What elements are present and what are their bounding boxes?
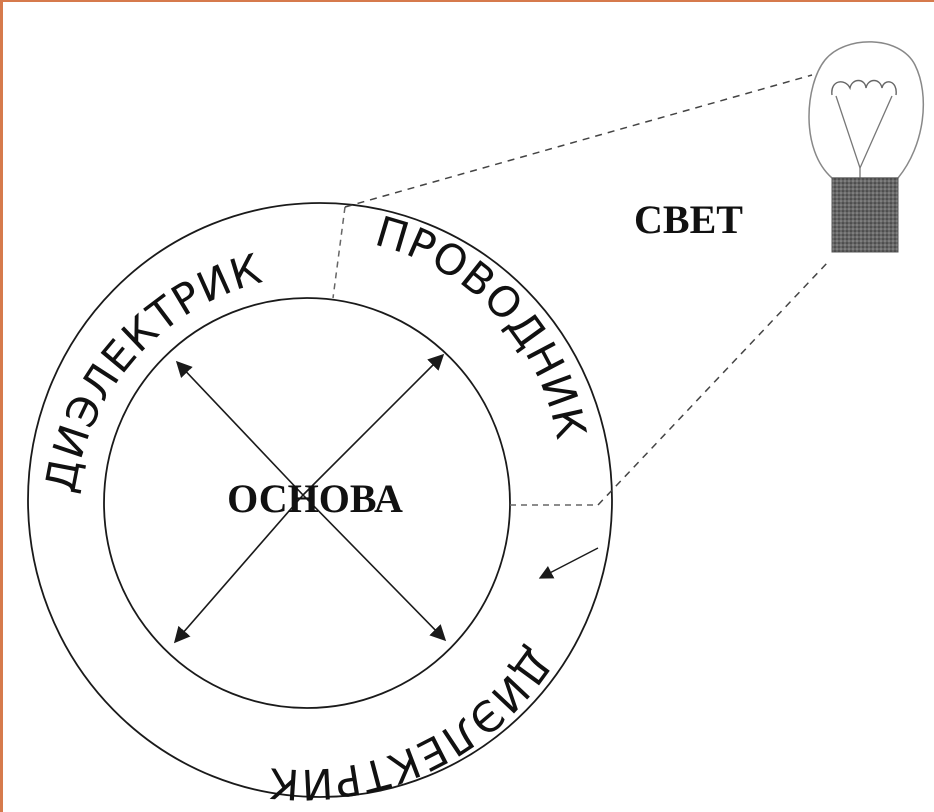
beam-line-top: [344, 74, 813, 208]
arrow-up-left: [175, 360, 304, 496]
light-label: СВЕТ: [634, 197, 743, 242]
arrow-down-right: [302, 494, 447, 642]
light-bulb-icon: [808, 41, 925, 253]
ring-label-top-right: ПРОВОДНИК: [370, 207, 596, 444]
arrow-into-ring: [538, 547, 599, 579]
arrow-up-right: [302, 353, 445, 496]
outer-ring: [27, 202, 613, 798]
ring-divider-top: [332, 206, 346, 299]
ring-label-bottom: ДИЭЛЕКТРИК: [267, 639, 562, 809]
core-label: ОСНОВА: [227, 476, 403, 521]
beam-line-bottom: [597, 261, 829, 506]
arrow-down-left: [173, 494, 304, 644]
inner-circle: [103, 297, 511, 709]
